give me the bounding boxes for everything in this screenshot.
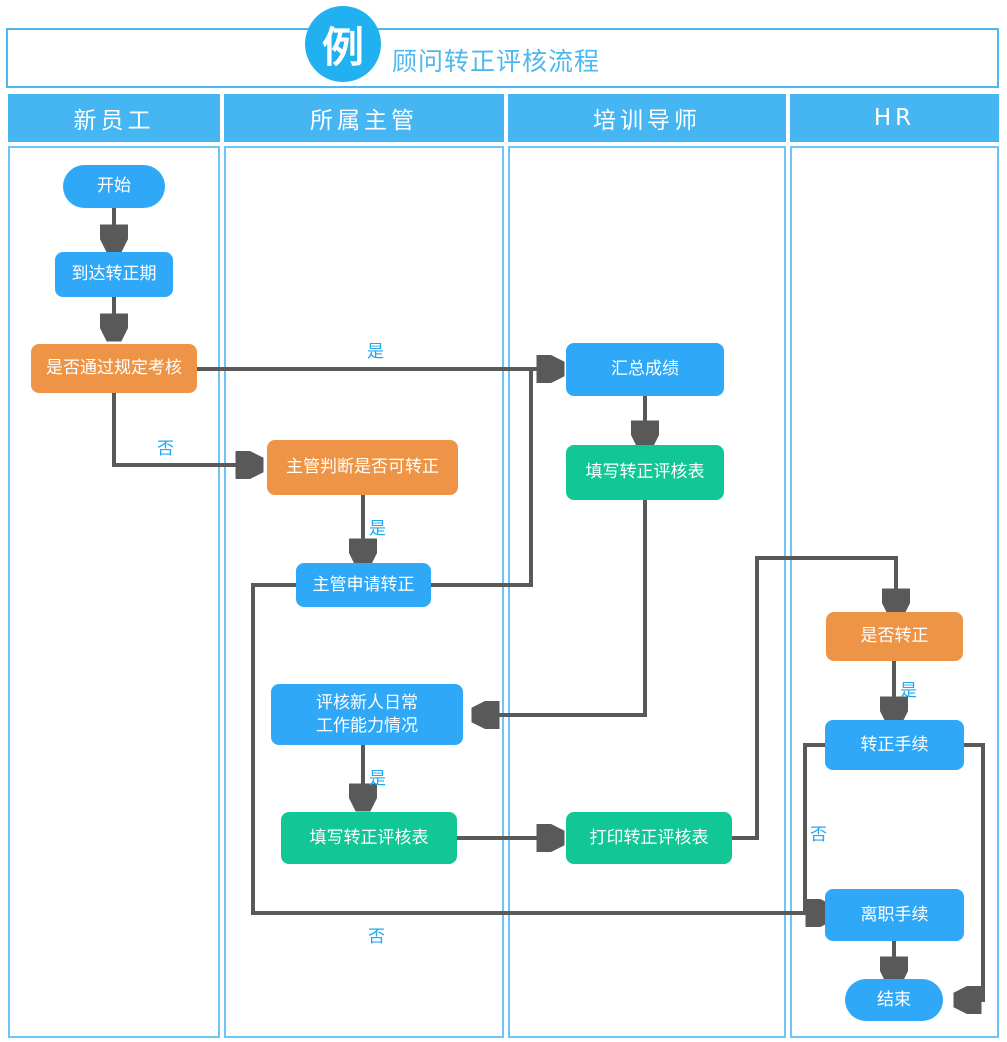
node-is-regularized[interactable]: 是否转正 (826, 612, 963, 661)
node-regularization-procedure[interactable]: 转正手续 (825, 720, 964, 770)
node-resignation-procedure[interactable]: 离职手续 (825, 889, 964, 941)
node-start[interactable]: 开始 (63, 165, 165, 208)
edge-label-yes-regular: 是 (900, 681, 917, 701)
node-manager-judge-regularization[interactable]: 主管判断是否可转正 (267, 440, 458, 495)
edge-label-no-regular: 否 (810, 825, 827, 845)
edge-label-yes-eval: 是 (369, 769, 386, 789)
node-print-form[interactable]: 打印转正评核表 (566, 812, 732, 864)
node-fill-form-manager[interactable]: 填写转正评核表 (281, 812, 457, 864)
edge-label-yes-exam: 是 (367, 342, 384, 362)
edge-label-no-apply: 否 (368, 927, 385, 947)
node-evaluate-daily-work-ability[interactable]: 评核新人日常 工作能力情况 (271, 684, 463, 745)
example-badge: 例 (305, 6, 381, 82)
node-fill-form-trainer[interactable]: 填写转正评核表 (566, 445, 724, 500)
edge-label-no-exam: 否 (157, 439, 174, 459)
node-manager-apply-regularization[interactable]: 主管申请转正 (296, 563, 431, 607)
lane-header-3: HR (790, 94, 999, 142)
node-arrive-probation-end[interactable]: 到达转正期 (55, 252, 173, 297)
lane-header-1: 所属主管 (224, 94, 504, 142)
lane-header-0: 新员工 (8, 94, 220, 142)
node-pass-required-exam[interactable]: 是否通过规定考核 (31, 344, 197, 393)
lane-body-2 (508, 146, 786, 1038)
title-bar (6, 28, 999, 88)
node-end[interactable]: 结束 (845, 979, 943, 1021)
node-summarize-scores[interactable]: 汇总成绩 (566, 343, 724, 396)
lane-header-2: 培训导师 (508, 94, 786, 142)
edge-label-yes-judge: 是 (369, 519, 386, 539)
page-title: 顾问转正评核流程 (392, 47, 601, 76)
